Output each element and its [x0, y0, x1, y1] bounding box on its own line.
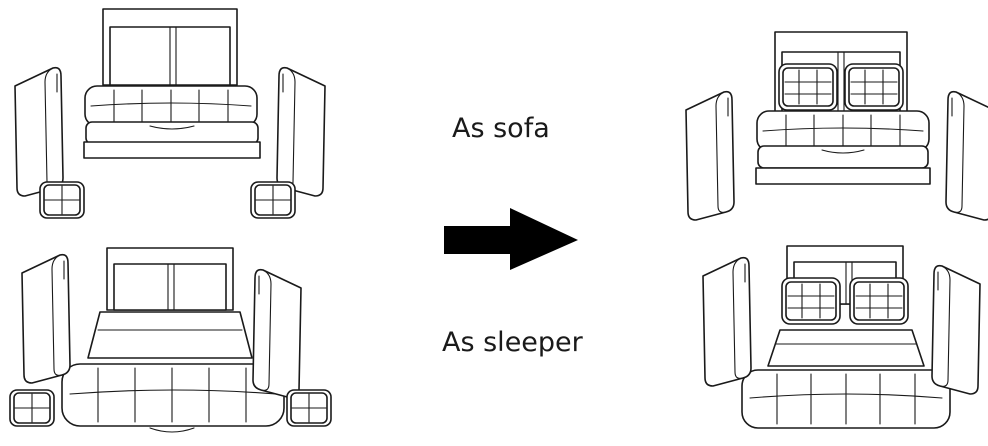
sleeper-parts-diagram — [9, 247, 332, 433]
sofa-parts-diagram — [14, 8, 326, 219]
as-sleeper-label: As sleeper — [442, 327, 583, 358]
assembled-sofa-diagram — [685, 31, 988, 221]
assembled-sleeper-diagram — [702, 245, 981, 429]
as-sofa-label: As sofa — [452, 113, 550, 144]
right-arrow-icon — [444, 208, 578, 270]
